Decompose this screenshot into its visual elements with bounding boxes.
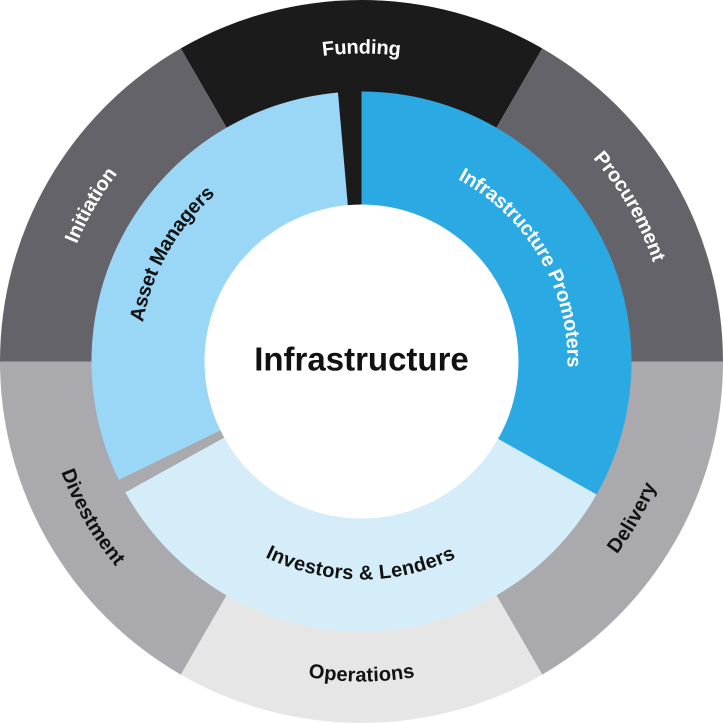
label-funding: Funding [321, 36, 402, 60]
label-funding-text: Funding [321, 36, 402, 60]
center-circle [204, 204, 519, 519]
label-operations-text: Operations [307, 660, 415, 686]
label-operations: Operations [307, 660, 415, 686]
center-label: Infrastructure [254, 341, 469, 378]
